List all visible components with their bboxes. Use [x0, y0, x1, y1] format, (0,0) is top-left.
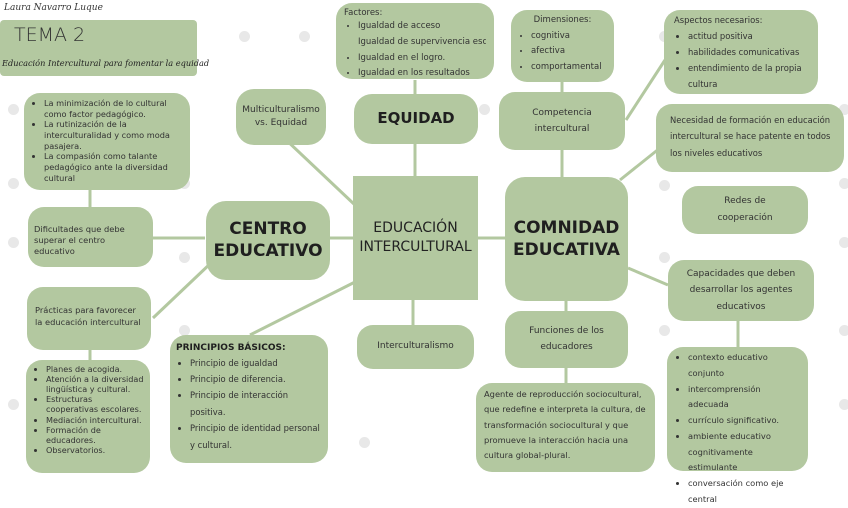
aspect-item: habilidades comunicativas — [688, 45, 812, 61]
topic-subtitle: Educación Intercultural para fomentar la… — [2, 58, 210, 68]
dimension-item: afectiva — [531, 44, 608, 60]
aspect-item: entendimiento de la propia cultura — [688, 61, 812, 93]
equity-factors-label: Factores: — [344, 8, 383, 18]
connector-lines — [88, 59, 740, 383]
training-need-node: Necesidad de formación en educación inte… — [656, 104, 844, 172]
cultural-issue-item: La rutinización de la interculturalidad … — [44, 119, 184, 151]
practice-item: Mediación intercultural. — [46, 415, 146, 425]
capacity-item: contexto educativo conjunto — [688, 350, 802, 382]
practice-item: Estructuras cooperativas escolares. — [46, 394, 146, 414]
cooperation-networks-node: Redes de cooperación — [682, 186, 808, 234]
interculturalism-node: Interculturalismo — [357, 325, 474, 369]
cultural-issues-box: La minimización de lo cultural como fact… — [24, 93, 190, 190]
principle-item: Principio de identidad personal y cultur… — [190, 420, 322, 453]
principle-item: Principio de interacción positiva. — [190, 387, 322, 420]
topic-title: TEMA 2 — [14, 24, 86, 46]
comunidad-educativa-node: COMNIDAD EDUCATIVA — [505, 177, 628, 301]
aspects-box: Aspectos necesarios: actitud positiva ha… — [664, 10, 818, 94]
aspects-label: Aspectos necesarios: — [674, 15, 763, 25]
cultural-issue-item: La minimización de lo cultural como fact… — [44, 98, 184, 119]
practice-item: Atención a la diversidad lingüística y c… — [46, 374, 146, 394]
dimension-item: comportamental — [531, 60, 608, 76]
capacity-item: intercomprensión adecuada — [688, 382, 802, 414]
dimensions-label: Dimensiones: — [533, 15, 592, 25]
principle-item: Principio de diferencia. — [190, 371, 322, 387]
educators-functions-node: Funciones de los educadores — [505, 311, 628, 368]
aspect-item: actitud positiva — [688, 29, 812, 45]
author-name: Laura Navarro Luque — [4, 3, 103, 13]
difficulties-node: Dificultades que debe superar el centro … — [28, 207, 153, 267]
principle-item: Principio de igualdad — [190, 355, 322, 371]
capacities-list-box: contexto educativo conjunto intercompren… — [667, 347, 808, 504]
equity-factor-item: Igualdad en el logro. — [358, 51, 486, 67]
practice-item: Observatorios. — [46, 445, 146, 455]
capacity-item: currículo significativo. — [688, 413, 802, 429]
equity-factor-item: Igualdad de acceso — [358, 19, 486, 35]
practices-list-box: Planes de acogida. Atención a la diversi… — [26, 360, 150, 473]
capacity-item: ambiente educativo cognitivamente estimu… — [688, 429, 802, 476]
cultural-issue-item: La compasión como talante pedagógico ant… — [44, 151, 184, 183]
practices-node: Prácticas para favorecer la educación in… — [27, 287, 151, 350]
practice-item: Planes de acogida. — [46, 364, 146, 374]
dimension-item: cognitiva — [531, 29, 608, 45]
principles-box: PRINCIPIOS BÁSICOS: Principio de igualda… — [170, 335, 328, 463]
capacity-item: conversación como eje central — [688, 476, 802, 508]
dimensions-box: Dimensiones: cognitiva afectiva comporta… — [511, 10, 614, 82]
practice-item: Formación de educadores. — [46, 425, 146, 445]
principles-title: PRINCIPIOS BÁSICOS: — [176, 343, 286, 353]
equidad-node: EQUIDAD — [354, 94, 478, 144]
equity-factors-box: Factores: Igualdad de acceso Igualdad de… — [336, 3, 494, 79]
equity-factor-item: Igualdad en los resultados — [358, 66, 486, 82]
multiculturalism-node: Multiculturalismo vs. Equidad — [236, 89, 326, 145]
capacities-node: Capacidades que deben desarrollar los ag… — [668, 260, 814, 321]
agent-description-box: Agente de reproducción sociocultural, qu… — [476, 383, 655, 472]
competence-node: Competencia intercultural — [499, 92, 625, 150]
equity-factor-item: Igualdad de supervivencia escolar — [358, 35, 486, 51]
central-node: EDUCACIÓN INTERCULTURAL — [353, 176, 478, 300]
centro-educativo-node: CENTRO EDUCATIVO — [206, 201, 330, 280]
topic-header: TEMA 2 Educación Intercultural para fome… — [0, 20, 209, 76]
